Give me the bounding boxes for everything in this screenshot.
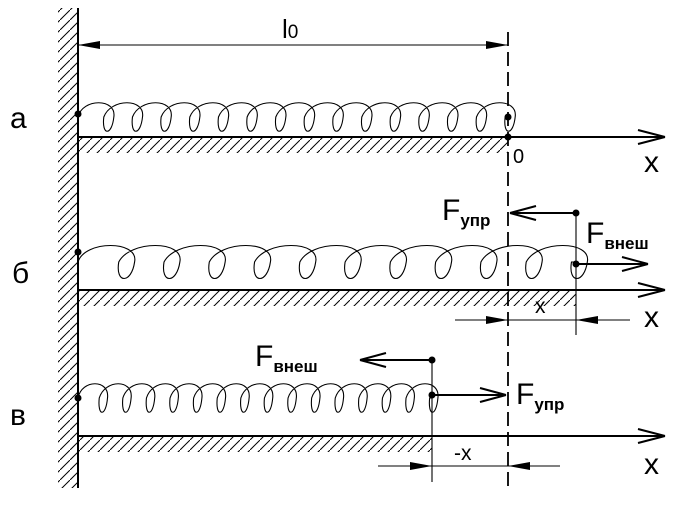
spring-a (77, 102, 516, 132)
origin-point (504, 133, 512, 141)
row-label-b: б (12, 257, 29, 290)
elastic-force-label-c: Fупр (516, 378, 564, 414)
row-label-a: а (10, 102, 27, 135)
axis-arrow-a (637, 129, 666, 145)
row-c: в x Fвнеш Fупр -x (10, 340, 666, 482)
spring-end-c-left (74, 394, 82, 402)
displacement-label-c: -x (454, 442, 472, 465)
origin-label: 0 (513, 146, 524, 168)
spring-c (77, 383, 439, 413)
external-force-label-c: Fвнеш (255, 340, 318, 376)
spring-end-b-left (74, 248, 82, 256)
axis-label-a: x (644, 146, 659, 179)
length-dimension: l0 (78, 14, 508, 49)
displacement-label-b: x (535, 295, 546, 318)
length-label: l0 (282, 14, 298, 44)
wall (58, 8, 79, 488)
row-b: б x Fупр Fвнеш x (12, 194, 666, 335)
row-label-c: в (10, 399, 26, 432)
axis-label-c: x (644, 448, 659, 481)
spring-b (77, 244, 588, 280)
external-force-label-b: Fвнеш (586, 217, 649, 253)
axis-arrow-b (637, 282, 666, 298)
spring-end-a-right (504, 113, 512, 121)
row-a: а x 0 (10, 102, 666, 179)
axis-label-b: x (644, 301, 659, 334)
spring-end-a-left (74, 110, 82, 118)
axis-arrow-c (637, 428, 666, 444)
elastic-force-label-b: Fупр (442, 194, 490, 230)
